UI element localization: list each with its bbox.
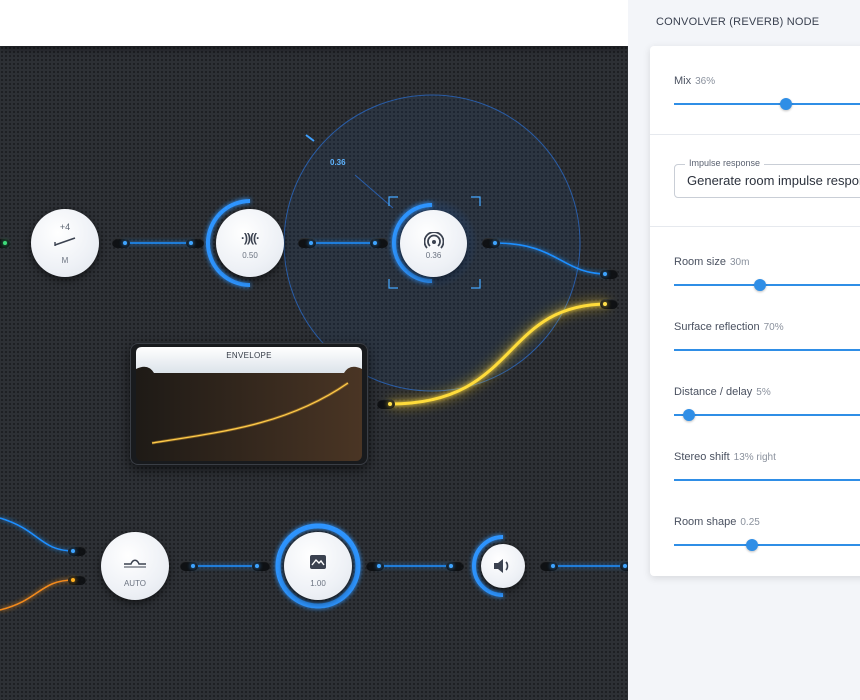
port-envelope-out[interactable] — [377, 399, 395, 409]
convolver-node-value: 0.36 — [425, 251, 442, 260]
impulse-response-legend: Impulse response — [685, 158, 765, 168]
port-output-blue[interactable] — [600, 269, 618, 279]
convolver-dial-needle — [354, 174, 394, 209]
pitch-slope-icon — [54, 237, 76, 246]
wire-convolver-output — [493, 242, 609, 275]
convolver-node-ring — [392, 203, 433, 283]
compressor-node-label: AUTO — [123, 579, 147, 588]
envelope-title: ENVELOPE — [226, 351, 272, 360]
distance-delay-value: 5% — [756, 387, 771, 398]
port-volume-in[interactable] — [446, 561, 464, 571]
mix-slider[interactable] — [674, 98, 860, 110]
wire-left-comp-blue — [0, 517, 75, 552]
pitch-node-top-label: +4 — [59, 222, 71, 232]
distance-delay-label: Distance / delay — [674, 386, 753, 398]
selection-box — [388, 196, 481, 289]
wire-left-comp-orange — [0, 579, 75, 611]
port-input-green[interactable] — [0, 238, 10, 248]
volume-node-ring — [472, 535, 504, 597]
port-output-yellow[interactable] — [600, 299, 618, 309]
stereo-shift-value: 13% right — [733, 452, 776, 463]
port-volume-out[interactable] — [540, 561, 558, 571]
room-size-value: 30m — [729, 257, 750, 268]
distance-delay-slider-thumb[interactable] — [683, 409, 695, 421]
eq-node-ring — [275, 523, 361, 609]
port-convolver-out[interactable] — [482, 238, 500, 248]
divider — [650, 134, 860, 135]
room-size-label: Room size — [674, 256, 726, 268]
port-comp-in-orange[interactable] — [68, 575, 86, 585]
stereo-node[interactable]: ·))((· 0.50 — [216, 209, 284, 277]
volume-node[interactable] — [481, 544, 525, 588]
envelope-node[interactable]: ENVELOPE — [130, 343, 368, 465]
room-shape-slider[interactable] — [674, 539, 860, 551]
convolver-node[interactable]: 0.36 — [400, 210, 467, 277]
stereo-shift-label: Stereo shift — [674, 451, 730, 463]
stereo-wave-icon: ·))((· — [241, 231, 260, 245]
image-equalizer-icon — [310, 555, 326, 569]
impulse-response-select[interactable]: Impulse response Generate room impulse r… — [674, 158, 860, 198]
port-eq-in[interactable] — [252, 561, 270, 571]
envelope-curve — [151, 382, 349, 444]
reverb-rings-icon — [424, 232, 444, 249]
port-convolver-in[interactable] — [370, 238, 388, 248]
port-comp-out[interactable] — [180, 561, 198, 571]
room-shape-slider-thumb[interactable] — [746, 539, 758, 551]
distance-delay-slider[interactable] — [674, 409, 860, 421]
envelope-graph — [136, 347, 362, 461]
stereo-shift-slider[interactable] — [674, 479, 860, 481]
stereo-node-ring — [206, 199, 251, 287]
room-size-slider-thumb[interactable] — [754, 279, 766, 291]
top-bar — [0, 0, 628, 46]
room-shape-value: 0.25 — [740, 517, 760, 528]
mix-slider-thumb[interactable] — [780, 98, 792, 110]
convolver-dial-readout: 0.36 — [330, 158, 346, 167]
room-size-slider[interactable] — [674, 279, 860, 291]
wire-envelope-output — [389, 302, 609, 406]
port-stereo-out[interactable] — [298, 238, 316, 248]
equalizer-node-value: 1.00 — [310, 579, 326, 588]
speaker-icon — [494, 559, 509, 573]
port-pitch-out[interactable] — [112, 238, 130, 248]
port-eq-out[interactable] — [366, 561, 384, 571]
room-shape-label: Room shape — [674, 516, 737, 528]
surface-reflection-slider[interactable] — [674, 349, 860, 351]
pitch-node-bottom-label: M — [61, 256, 69, 265]
surface-reflection-label: Surface reflection — [674, 321, 760, 333]
impulse-response-value: Generate room impulse response — [687, 173, 860, 188]
surface-reflection-value: 70% — [763, 322, 784, 333]
divider — [650, 226, 860, 227]
compressor-node[interactable]: AUTO — [101, 532, 169, 600]
mix-label: Mix — [674, 75, 692, 87]
equalizer-node[interactable]: 1.00 — [284, 532, 352, 600]
compressor-curve-icon — [124, 559, 146, 568]
port-comp-in-blue[interactable] — [68, 546, 86, 556]
panel-title: CONVOLVER (REVERB) NODE — [656, 16, 820, 28]
mix-value: 36% — [695, 76, 716, 87]
stereo-node-value: 0.50 — [242, 251, 258, 260]
port-stereo-in[interactable] — [186, 238, 204, 248]
pitch-node[interactable]: +4 M — [31, 209, 99, 277]
convolver-dial-tick — [305, 134, 315, 142]
